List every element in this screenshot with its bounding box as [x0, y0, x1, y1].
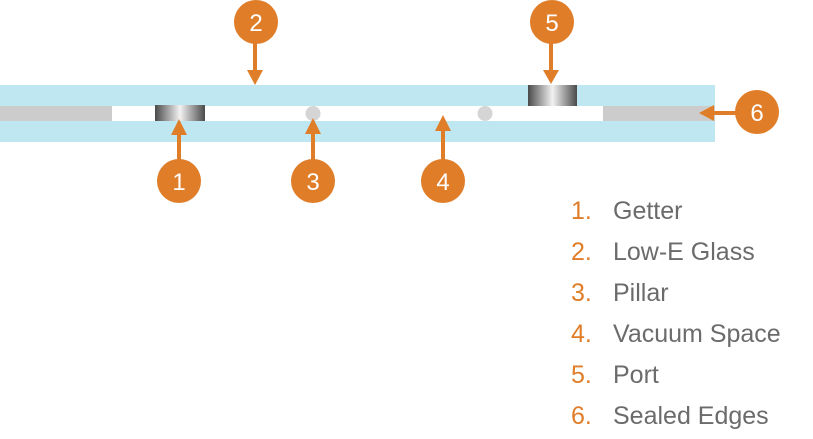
legend-item-low-e-glass: 2. Low-E Glass	[571, 234, 781, 275]
legend-item-pillar: 3. Pillar	[571, 275, 781, 316]
svg-text:3: 3	[306, 169, 319, 196]
legend-number: 5.	[571, 361, 592, 389]
legend: 1. Getter 2. Low-E Glass 3. Pillar 4. Vacuum…	[571, 193, 781, 439]
legend-number: 4.	[571, 320, 592, 348]
callout-sealed-edges: 6	[735, 90, 779, 134]
callout-vacuum-space: 4	[421, 159, 465, 203]
callout-arrow-vacuum-space	[435, 115, 451, 165]
legend-label: Sealed Edges	[613, 402, 769, 430]
bottom-glass-pane	[0, 121, 715, 142]
legend-number: 2.	[571, 238, 592, 266]
legend-label: Vacuum Space	[613, 320, 781, 348]
pillar	[305, 106, 321, 121]
callout-arrow-getter	[171, 119, 187, 165]
legend-item-sealed-edges: 6. Sealed Edges	[571, 398, 781, 439]
legend-number: 1.	[571, 197, 592, 225]
callout-arrow-low-e-glass	[247, 43, 263, 85]
legend-item-vacuum-space: 4. Vacuum Space	[571, 316, 781, 357]
legend-item-port: 5. Port	[571, 357, 781, 398]
callout-arrow-pillar	[305, 118, 321, 165]
callout-pillar: 3	[291, 159, 335, 203]
legend-label: Pillar	[613, 279, 669, 307]
legend-number: 3.	[571, 279, 592, 307]
sealed-edge-right	[603, 106, 715, 121]
svg-text:4: 4	[436, 169, 449, 196]
legend-item-getter: 1. Getter	[571, 193, 781, 234]
legend-number: 6.	[571, 402, 592, 430]
legend-label: Getter	[613, 197, 683, 225]
callout-getter: 1	[157, 159, 201, 203]
svg-text:1: 1	[172, 169, 185, 196]
callout-port: 5	[530, 0, 574, 44]
legend-label: Port	[613, 361, 659, 389]
callout-arrow-sealed-edges	[699, 105, 742, 121]
svg-text:6: 6	[750, 100, 763, 127]
legend-label: Low-E Glass	[613, 238, 755, 266]
svg-text:2: 2	[249, 10, 262, 37]
callout-arrow-port	[543, 43, 559, 84]
top-glass-pane	[0, 85, 715, 106]
callout-low-e-glass: 2	[234, 0, 278, 44]
svg-text:5: 5	[545, 10, 558, 37]
getter	[155, 105, 205, 121]
sealed-edge-left	[0, 106, 112, 121]
pillar	[477, 106, 493, 121]
port	[528, 85, 577, 106]
